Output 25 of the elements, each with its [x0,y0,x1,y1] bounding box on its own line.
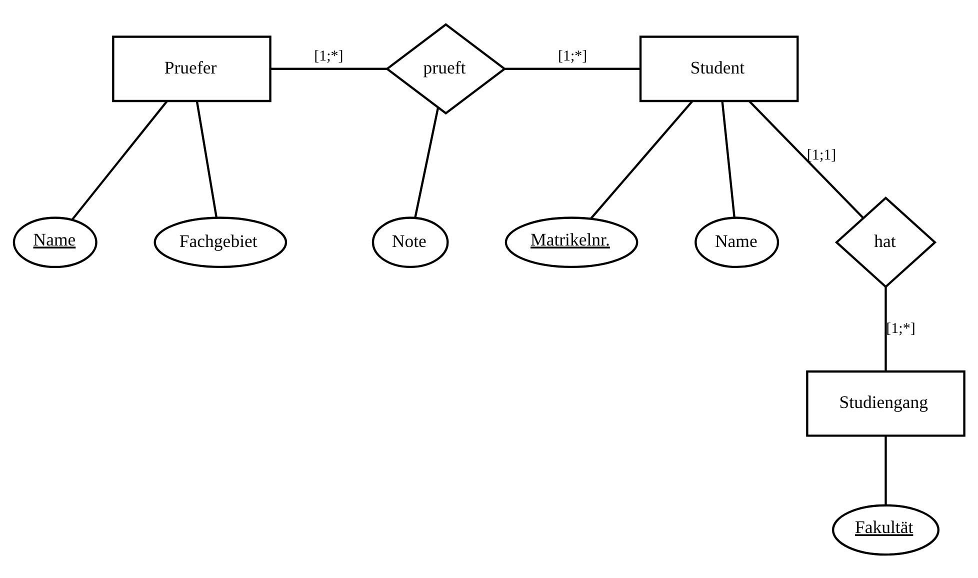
node-diamond: prueft [385,22,506,114]
node-ellipse: Name [694,216,780,268]
connector [71,100,168,220]
edge-label: [1;1] [806,146,836,163]
node-diamond: hat [834,196,937,288]
connector [748,100,864,218]
connector [414,106,440,218]
connector [884,286,887,371]
node-box: Student [639,35,799,102]
node-ellipse: Fakultät [832,504,940,556]
node-ellipse: Note [372,216,449,268]
edge-label: [1;*] [314,48,344,64]
node-ellipse: Matrikelnr. [504,216,638,268]
node-box: Pruefer [112,35,272,102]
connector [505,67,640,70]
edge-label: [1;*] [558,48,588,64]
edge-label: [1;*] [886,320,916,336]
node-ellipse: Name [12,216,98,268]
connector [721,100,736,218]
connector [590,100,694,219]
connector [196,100,218,218]
node-ellipse: Fachgebiet [154,216,288,268]
connector [270,67,387,70]
node-box: Studiengang [806,370,966,436]
connector [884,436,887,505]
